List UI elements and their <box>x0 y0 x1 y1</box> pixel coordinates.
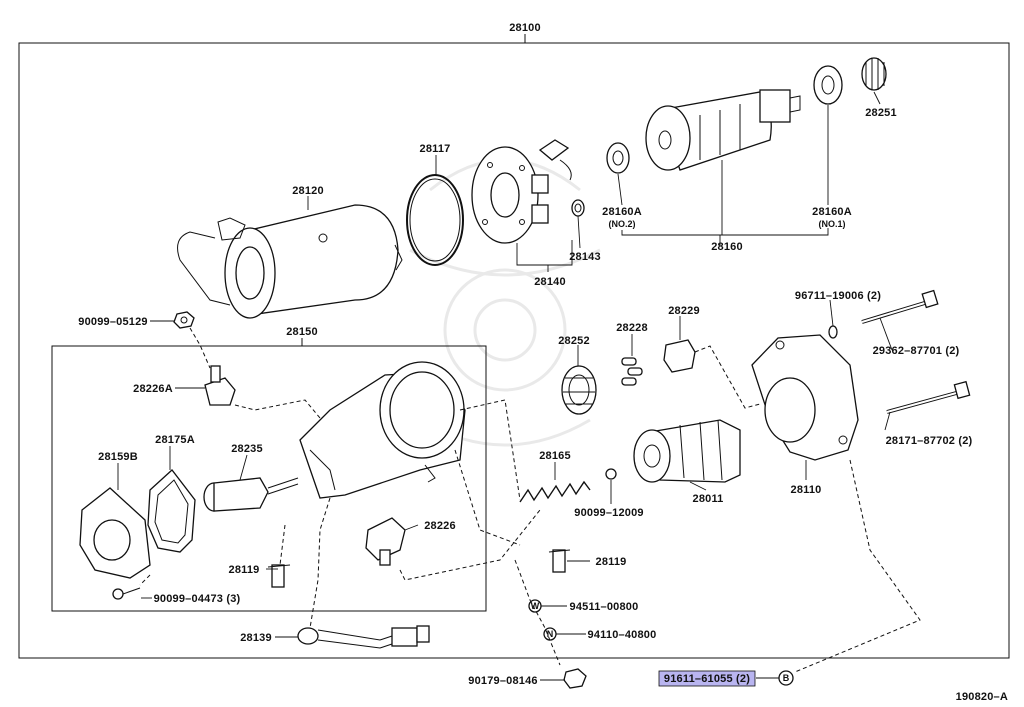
label-28175A[interactable]: 28175A <box>155 434 195 446</box>
diagram-id: 190820–A <box>956 691 1008 703</box>
lead-wire[interactable] <box>297 625 430 649</box>
leader-lines <box>117 91 893 681</box>
drive-housing[interactable] <box>751 334 859 461</box>
label-28139[interactable]: 28139 <box>240 632 272 644</box>
bearing-no1[interactable] <box>813 65 843 105</box>
label-28119-left[interactable]: 28119 <box>229 564 260 576</box>
label-28252[interactable]: 28252 <box>558 335 590 347</box>
armature[interactable] <box>645 89 801 171</box>
label-28229[interactable]: 28229 <box>668 305 700 317</box>
svg-text:W: W <box>531 601 540 611</box>
assembly-frame <box>18 34 1010 659</box>
label-28226A[interactable]: 28226A <box>133 383 173 395</box>
label-94511-00800[interactable]: 94511–00800 <box>570 601 639 613</box>
label-29362-87701[interactable]: 29362–87701 (2) <box>873 345 960 357</box>
rollers[interactable] <box>621 357 643 386</box>
o-ring[interactable] <box>406 174 464 266</box>
cover-screw[interactable] <box>112 587 141 600</box>
through-bolt-upper[interactable] <box>861 289 939 324</box>
highlight-box <box>658 670 756 687</box>
label-28120[interactable]: 28120 <box>292 185 324 197</box>
label-90179-08146[interactable]: 90179–08146 <box>468 675 538 687</box>
label-28251[interactable]: 28251 <box>865 107 897 119</box>
assembly-part-number[interactable]: 28100 <box>509 22 541 34</box>
label-28117[interactable]: 28117 <box>420 143 451 155</box>
sub-assembly-frame-28150 <box>51 338 487 612</box>
label-28160A-no1-suffix: (NO.1) <box>819 219 846 229</box>
label-28228[interactable]: 28228 <box>616 322 648 334</box>
terminal-bolt-b[interactable] <box>365 517 406 566</box>
assembly-guides <box>139 327 921 673</box>
label-90099-04473[interactable]: 90099–04473 (3) <box>154 593 241 605</box>
label-28110[interactable]: 28110 <box>791 484 822 496</box>
label-28160[interactable]: 28160 <box>711 241 743 253</box>
label-28171-87702[interactable]: 28171–87702 (2) <box>886 435 973 447</box>
label-28140[interactable]: 28140 <box>534 276 566 288</box>
pinion-gear[interactable] <box>861 57 887 91</box>
contact-plate-left[interactable] <box>267 564 291 588</box>
label-28159B[interactable]: 28159B <box>98 451 138 463</box>
label-90099-05129[interactable]: 90099–05129 <box>78 316 148 328</box>
bolt-washer[interactable] <box>828 325 838 339</box>
label-96711-19006[interactable]: 96711–19006 (2) <box>795 290 881 302</box>
label-28160A-no2-suffix: (NO.2) <box>609 219 636 229</box>
yoke-assembly[interactable] <box>177 204 403 319</box>
return-spring[interactable] <box>519 480 591 503</box>
magnetic-switch-housing[interactable] <box>299 361 466 499</box>
label-28150[interactable]: 28150 <box>286 326 318 338</box>
part-labels: 28251 28117 28120 28143 28140 28160A (NO… <box>78 107 972 687</box>
idler-gear[interactable] <box>561 365 597 415</box>
label-28226[interactable]: 28226 <box>424 520 456 532</box>
label-28235[interactable]: 28235 <box>231 443 263 455</box>
svg-text:B: B <box>783 673 790 683</box>
plunger[interactable] <box>203 477 299 512</box>
terminal-bolt-a[interactable] <box>204 365 236 406</box>
label-28011[interactable]: 28011 <box>693 493 724 505</box>
label-28119-right[interactable]: 28119 <box>596 556 627 568</box>
marker-b[interactable]: B <box>778 670 794 686</box>
label-94110-40800[interactable]: 94110–40800 <box>588 629 657 641</box>
through-bolt-lower[interactable] <box>886 380 971 414</box>
label-28160A-no1[interactable]: 28160A <box>812 206 852 218</box>
label-28143[interactable]: 28143 <box>569 251 601 263</box>
cover-gasket[interactable] <box>147 469 196 553</box>
label-91611-61055[interactable]: 91611–61055 (2) <box>664 673 750 685</box>
label-28165[interactable]: 28165 <box>539 450 571 462</box>
brush-holder[interactable] <box>471 139 572 244</box>
svg-text:N: N <box>547 629 554 639</box>
label-90099-12009[interactable]: 90099–12009 <box>574 507 644 519</box>
bottom-nut[interactable] <box>563 668 587 689</box>
steel-ball[interactable] <box>605 468 617 480</box>
terminal-nut[interactable] <box>173 311 195 329</box>
marker-n[interactable]: N <box>543 627 557 641</box>
label-28160A-no2[interactable]: 28160A <box>602 206 642 218</box>
starter-clutch[interactable] <box>633 419 741 483</box>
highlighted-part-91611-61055[interactable]: 91611–61055 (2) <box>658 670 756 687</box>
bearing-no2[interactable] <box>606 142 630 174</box>
brush-spring[interactable] <box>571 199 585 217</box>
contact-plate-right[interactable] <box>548 549 571 573</box>
roller-retainer[interactable] <box>663 339 696 373</box>
switch-end-cover[interactable] <box>79 487 151 579</box>
